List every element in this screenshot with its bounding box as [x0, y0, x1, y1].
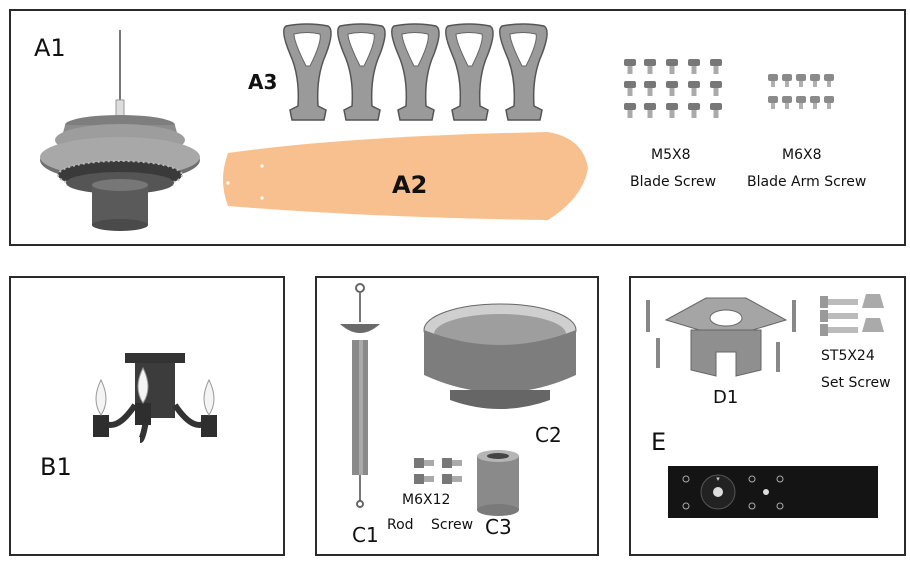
blade-icon — [223, 132, 588, 220]
label-c1: C1 — [352, 523, 379, 547]
downrod-icon — [340, 283, 380, 508]
label-a2: A2 — [392, 171, 428, 199]
blade-arm-icon — [283, 23, 548, 121]
label-c2: C2 — [535, 423, 562, 447]
label-b1: B1 — [40, 453, 72, 481]
m6-size-label: M6X8 — [782, 147, 822, 163]
coupling-icon — [477, 450, 519, 516]
screw-icon — [624, 59, 722, 118]
rod-label: Rod — [387, 517, 414, 533]
label-a1: A1 — [34, 34, 66, 62]
screw-icon — [414, 458, 462, 484]
label-e: E — [651, 428, 667, 456]
m6x12-size-label: M6X12 — [402, 492, 451, 508]
m5-desc-label: Blade Screw — [630, 174, 717, 190]
label-d1: D1 — [713, 387, 739, 408]
canopy-icon — [423, 303, 577, 409]
fan-motor-icon — [40, 30, 200, 231]
label-a3: A3 — [248, 70, 278, 94]
remote-control-icon: ▾ — [668, 466, 878, 518]
mounting-bracket-icon — [646, 297, 796, 377]
screw-label: Screw — [431, 517, 474, 533]
svg-text:▾: ▾ — [716, 475, 720, 483]
screw-icon — [768, 74, 834, 109]
m6-desc-label: Blade Arm Screw — [747, 174, 867, 190]
label-c3: C3 — [485, 515, 512, 539]
st-desc-label: Set Screw — [821, 375, 891, 391]
m5-size-label: M5X8 — [651, 147, 691, 163]
screw-icon — [820, 294, 884, 336]
light-kit-icon — [93, 353, 217, 443]
st-size-label: ST5X24 — [821, 348, 875, 364]
